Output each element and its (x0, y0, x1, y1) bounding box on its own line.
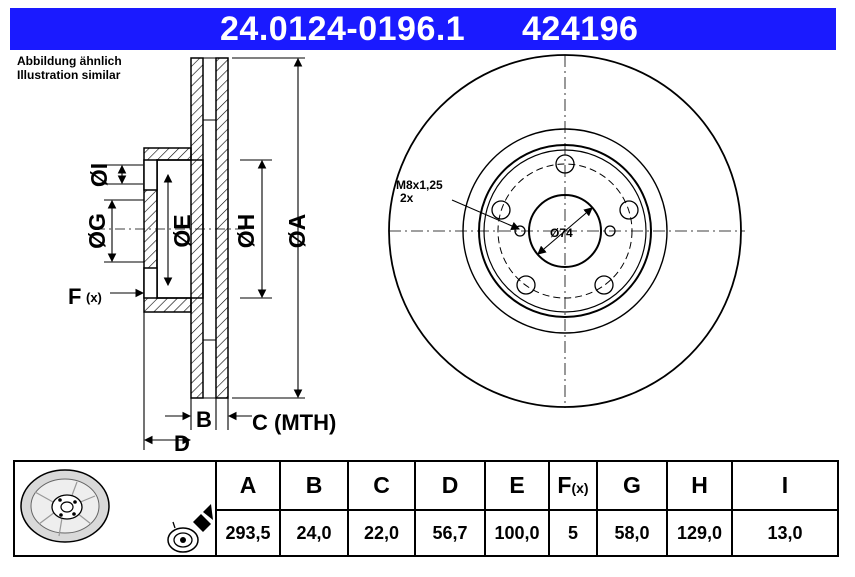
label-dia-e: ØE (169, 214, 195, 247)
value-h: 129,0 (666, 509, 733, 557)
cross-section-view (95, 57, 245, 399)
value-b: 24,0 (279, 509, 349, 557)
cooling-vanes (202, 57, 217, 399)
illustration-note: Abbildung ähnlich Illustration similar (17, 54, 122, 82)
header-b: B (279, 460, 349, 511)
wheel-bolt-hole (619, 200, 639, 220)
value-e: 100,0 (484, 509, 550, 557)
label-f: F (68, 284, 81, 309)
header-e: E (484, 460, 550, 511)
header-d: D (414, 460, 486, 511)
label-dia-h: ØH (233, 214, 259, 249)
label-d: D (174, 431, 190, 456)
label-center-bore: Ø74 (550, 226, 573, 240)
value-f: 5 (548, 509, 598, 557)
label-f-sub: (x) (86, 290, 102, 305)
header-i: I (731, 460, 839, 511)
disc-measure-icon (167, 504, 213, 553)
header-bar: 24.0124-0196.1 424196 (10, 8, 836, 50)
header-h: H (666, 460, 733, 511)
label-dia-g: ØG (84, 213, 110, 249)
wheel-bolt-hole (594, 275, 614, 295)
header-g: G (596, 460, 668, 511)
value-i: 13,0 (731, 509, 839, 557)
label-c: C (MTH) (252, 410, 336, 435)
header-f-sub: (x) (571, 480, 589, 496)
value-c: 22,0 (347, 509, 416, 557)
note-de: Abbildung ähnlich (17, 54, 122, 68)
bolt-hole-lower (143, 267, 158, 299)
label-thread: M8x1,25 (396, 178, 443, 192)
value-a: 293,5 (215, 509, 281, 557)
label-b: B (196, 407, 212, 432)
technical-drawing: ØI ØG ØE ØH ØA F (x) B C (MTH) D M8x1,25… (68, 54, 745, 456)
header-c: C (347, 460, 416, 511)
dimension-lines (104, 57, 305, 450)
bolt-hole-upper (143, 159, 158, 191)
header-a: A (215, 460, 281, 511)
wheel-bolt-hole (491, 200, 511, 220)
wheel-bolt-hole (516, 275, 536, 295)
header-f-letter: F (557, 472, 572, 498)
spec-table: A B C D E F(x) G H I 293,5 24,0 22,0 56,… (13, 460, 839, 557)
short-number: 424196 (522, 10, 639, 48)
part-number: 24.0124-0196.1 (220, 10, 466, 48)
label-dia-i: ØI (86, 163, 112, 187)
inner-friction-ring (215, 57, 229, 399)
note-en: Illustration similar (17, 68, 121, 82)
front-view (388, 54, 745, 408)
header-f: F(x) (548, 460, 598, 511)
label-thread-count: 2x (400, 191, 414, 205)
label-dia-a: ØA (284, 214, 310, 249)
brake-disc-icon (20, 469, 110, 543)
value-g: 58,0 (596, 509, 668, 557)
thumbnail-cell (13, 460, 217, 557)
value-d: 56,7 (414, 509, 486, 557)
